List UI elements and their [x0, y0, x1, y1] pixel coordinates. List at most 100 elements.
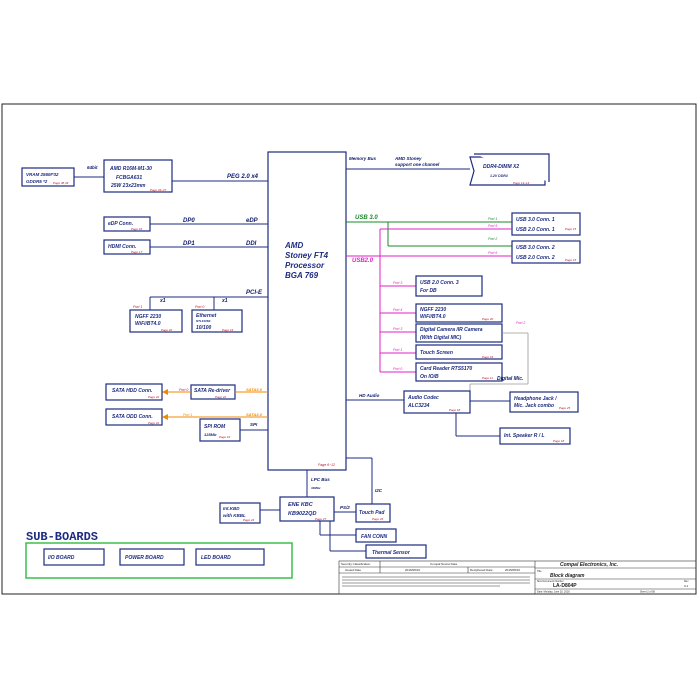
edp-block[interactable]: eDP Conn. Page 16 — [103, 216, 151, 232]
svg-text:DDI: DDI — [246, 241, 257, 247]
svg-text:ENE KBC: ENE KBC — [288, 502, 314, 508]
svg-text:Port 5: Port 5 — [488, 224, 497, 228]
svg-text:WiFi/BT4.0: WiFi/BT4.0 — [420, 314, 446, 320]
svg-text:Page 22: Page 22 — [148, 395, 160, 399]
svg-text:2016/08/16: 2016/08/16 — [405, 568, 420, 572]
lpc-bus-label: LPC Bus — [311, 477, 330, 482]
svg-text:Deciphered Date: Deciphered Date — [470, 568, 493, 572]
sata-redriver-port: Port 0 — [179, 388, 188, 392]
svg-text:Port 6: Port 6 — [488, 251, 497, 255]
svg-text:eDP: eDP — [246, 218, 259, 224]
svg-text:Thermal Sensor: Thermal Sensor — [372, 550, 411, 556]
svg-text:SATA HDD Conn.: SATA HDD Conn. — [112, 388, 152, 394]
svg-text:FAN CONN: FAN CONN — [361, 534, 388, 540]
svg-text:Page 24: Page 24 — [372, 517, 384, 521]
svg-text:eDP Conn.: eDP Conn. — [108, 221, 133, 227]
svg-text:LA-D804P: LA-D804P — [553, 583, 577, 589]
spi-rom-block[interactable]: SPI ROM 128Mb Page 10 — [199, 418, 241, 442]
svg-text:Port 2: Port 2 — [488, 237, 497, 241]
svg-text:Size Document Number: Size Document Number — [537, 580, 564, 583]
svg-text:2015/08/16: 2015/08/16 — [505, 568, 520, 572]
ddr-note1: AMD Stoney — [394, 156, 422, 161]
svg-text:DDR4-DIMM X2: DDR4-DIMM X2 — [483, 164, 519, 170]
svg-text:Port 1: Port 1 — [133, 305, 142, 309]
kbc-block[interactable]: ENE KBC KB9022QD Page 27 — [279, 496, 335, 522]
audio-codec-block[interactable]: Audio Codec ALC3234 Page 18 — [403, 390, 471, 414]
sata-hdd-block[interactable]: SATA HDD Conn. Page 22 — [105, 383, 163, 401]
camera-block[interactable]: Digital Camera /IR Camera (With Digital … — [415, 323, 503, 343]
pcie-bus-label: PCI-E — [246, 290, 263, 296]
usb3-conn2-block[interactable]: USB 3.0 Conn. 2 USB 2.0 Conn. 2 Page 15 — [511, 240, 581, 264]
svg-text:x1: x1 — [159, 298, 166, 304]
cpu-line3: Processor — [285, 261, 325, 270]
svg-text:Page 22: Page 22 — [215, 395, 227, 399]
usb2-bus-label: USB2.0 — [352, 258, 374, 264]
svg-text:Int.KBD: Int.KBD — [223, 506, 240, 511]
io-board-block[interactable]: I/O BOARD — [43, 548, 105, 566]
headphone-jack-block[interactable]: Headphone Jack / Mic. Jack combo Page 25 — [509, 391, 579, 413]
led-board-block[interactable]: LED BOARD — [195, 548, 265, 566]
card-reader-block[interactable]: Card Reader RTS5170 On IO/B Page 11 — [415, 362, 503, 382]
svg-text:LED BOARD: LED BOARD — [201, 555, 231, 561]
sata-odd-block[interactable]: SATA ODD Conn. Page 22 — [105, 408, 163, 426]
svg-text:SATA3.0: SATA3.0 — [246, 412, 263, 417]
svg-text:Port 0: Port 0 — [393, 367, 402, 371]
svg-text:Page 18: Page 18 — [449, 408, 461, 412]
svg-text:Mic. Jack combo: Mic. Jack combo — [514, 403, 554, 409]
svg-text:Block diagram: Block diagram — [550, 573, 585, 579]
svg-text:SATA3.0: SATA3.0 — [246, 387, 263, 392]
hdmi-block[interactable]: HDMI Conn. Page 17 — [103, 239, 151, 255]
svg-text:Int. Speaker R / L: Int. Speaker R / L — [504, 433, 545, 439]
svg-text:USB 3.0 Conn. 2: USB 3.0 Conn. 2 — [516, 245, 555, 251]
svg-text:Port 0: Port 0 — [195, 305, 204, 309]
svg-text:Issued Date: Issued Date — [345, 568, 361, 572]
gpu-block[interactable]: AMD R16M-M1-30 FCBGA631 25W 23x23mm Page… — [103, 159, 173, 193]
svg-text:Security Classification: Security Classification — [341, 562, 371, 566]
svg-text:Page 22: Page 22 — [148, 421, 160, 425]
svg-text:RTL8106E: RTL8106E — [196, 319, 211, 323]
hd-audio-label: HD Audio — [359, 393, 380, 398]
svg-text:x1: x1 — [221, 298, 228, 304]
svg-text:1.2V DDR4: 1.2V DDR4 — [490, 174, 508, 178]
svg-text:NGFF 2230: NGFF 2230 — [135, 314, 161, 320]
int-kbd-block[interactable]: Int.KBD with KBBL Page 24 — [219, 502, 261, 524]
svg-text:0.1: 0.1 — [684, 584, 689, 588]
svg-text:USB 2.0 Conn. 2: USB 2.0 Conn. 2 — [516, 255, 555, 261]
svg-text:128Mb: 128Mb — [204, 432, 217, 437]
svg-text:SPI: SPI — [250, 422, 258, 427]
svg-text:Date: Monday, June 20, 2016: Date: Monday, June 20, 2016 — [537, 591, 570, 594]
svg-text:USB 3.0 Conn. 1: USB 3.0 Conn. 1 — [516, 217, 555, 223]
usb2-conn3-block[interactable]: USB 2.0 Conn. 3 For DB — [415, 275, 483, 297]
svg-text:FCBGA631: FCBGA631 — [116, 175, 142, 181]
svg-text:Page 13~14: Page 13~14 — [513, 181, 530, 185]
subboards-title: SUB-BOARDS — [26, 530, 98, 544]
svg-text:NGFF 2230: NGFF 2230 — [420, 307, 446, 313]
fan-conn-block[interactable]: FAN CONN — [355, 528, 397, 543]
svg-text:Port 3: Port 3 — [393, 281, 402, 285]
svg-text:POWER BOARD: POWER BOARD — [125, 555, 164, 561]
ngff-wifi-2-block[interactable]: NGFF 2230 WiFi/BT4.0 Page 20 — [415, 303, 503, 323]
svg-text:Port 1: Port 1 — [488, 217, 497, 221]
svg-text:Headphone Jack /: Headphone Jack / — [514, 396, 557, 402]
ddr-block[interactable]: DDR4-DIMM X2 1.2V DDR4 Page 13~14 — [469, 153, 550, 186]
ethernet-block[interactable]: Port 0 Ethernet RTL8106E 10/100 Page 19 — [191, 305, 243, 333]
svg-text:with KBBL: with KBBL — [223, 513, 246, 518]
svg-text:Title: Title — [537, 570, 542, 573]
sata-redriver-block[interactable]: SATA Re-driver Page 22 — [190, 384, 236, 400]
thermal-sensor-block[interactable]: Thermal Sensor — [365, 544, 427, 559]
speaker-block[interactable]: Int. Speaker R / L Page 18 — [499, 427, 571, 445]
usb3-conn1-block[interactable]: USB 3.0 Conn. 1 USB 2.0 Conn. 1 Page 15 — [511, 212, 581, 236]
cpu-block[interactable]: AMD Stoney FT4 Processor BGA 769 Page 6~… — [267, 151, 347, 471]
svg-text:Page 16: Page 16 — [131, 227, 143, 231]
svg-text:Page 10: Page 10 — [219, 435, 231, 439]
touch-screen-block[interactable]: Touch Screen Page 16 — [415, 344, 503, 360]
power-board-block[interactable]: POWER BOARD — [119, 548, 185, 566]
vram-block[interactable]: VRAM 256M*32 GDDR5 *2 Page 38,39 — [21, 167, 75, 187]
title-block: Security Classification Compal Secret Da… — [338, 560, 697, 595]
digital-mic-label: Digital Mic. — [497, 376, 523, 382]
svg-text:WiFi/BT4.0: WiFi/BT4.0 — [135, 321, 161, 327]
svg-text:Compal Secret Data: Compal Secret Data — [430, 562, 457, 566]
ngff-wifi-1-block[interactable]: Port 1 NGFF 2230 WiFi/BT4.0 Page 20 — [129, 305, 183, 333]
svg-text:Page 33~37: Page 33~37 — [150, 188, 167, 192]
touch-pad-block[interactable]: Touch Pad Page 24 — [355, 503, 391, 523]
